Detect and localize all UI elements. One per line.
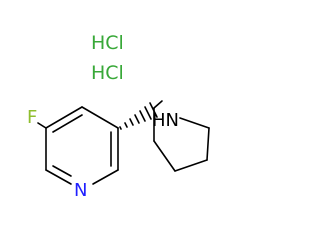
pyrrolidine-bond-c2-n [153,100,163,109]
stereo-hashed-wedge [119,102,158,130]
pyrrolidine-bond-c3-c2 [153,140,176,172]
ring-bond-n1-c2 [45,169,72,185]
pyrrolidine-bond-c5-c4 [206,127,210,161]
ring-bond-c4-c5 [81,106,119,129]
ring-double-bond-c3-c4 [52,114,83,133]
hcl-label-2: HCl [91,62,124,84]
ring-bond-c6-n1 [92,169,119,185]
pyridine-nitrogen-label: N [74,180,87,201]
ring-double-bond-n1-c2 [52,165,72,177]
pyrrolidine-bond-n-c5 [179,117,210,129]
molecule-structure: HCl HCl F N HN [27,32,210,201]
hcl-label-1: HCl [91,32,124,54]
fluorine-atom-label: F [27,107,37,128]
pyrrolidine-nh-label: HN [152,110,179,131]
bond-c-f [37,122,47,129]
ring-bond-c3-c4 [45,106,83,129]
pyrrolidine-bond-c4-c3 [174,159,208,172]
